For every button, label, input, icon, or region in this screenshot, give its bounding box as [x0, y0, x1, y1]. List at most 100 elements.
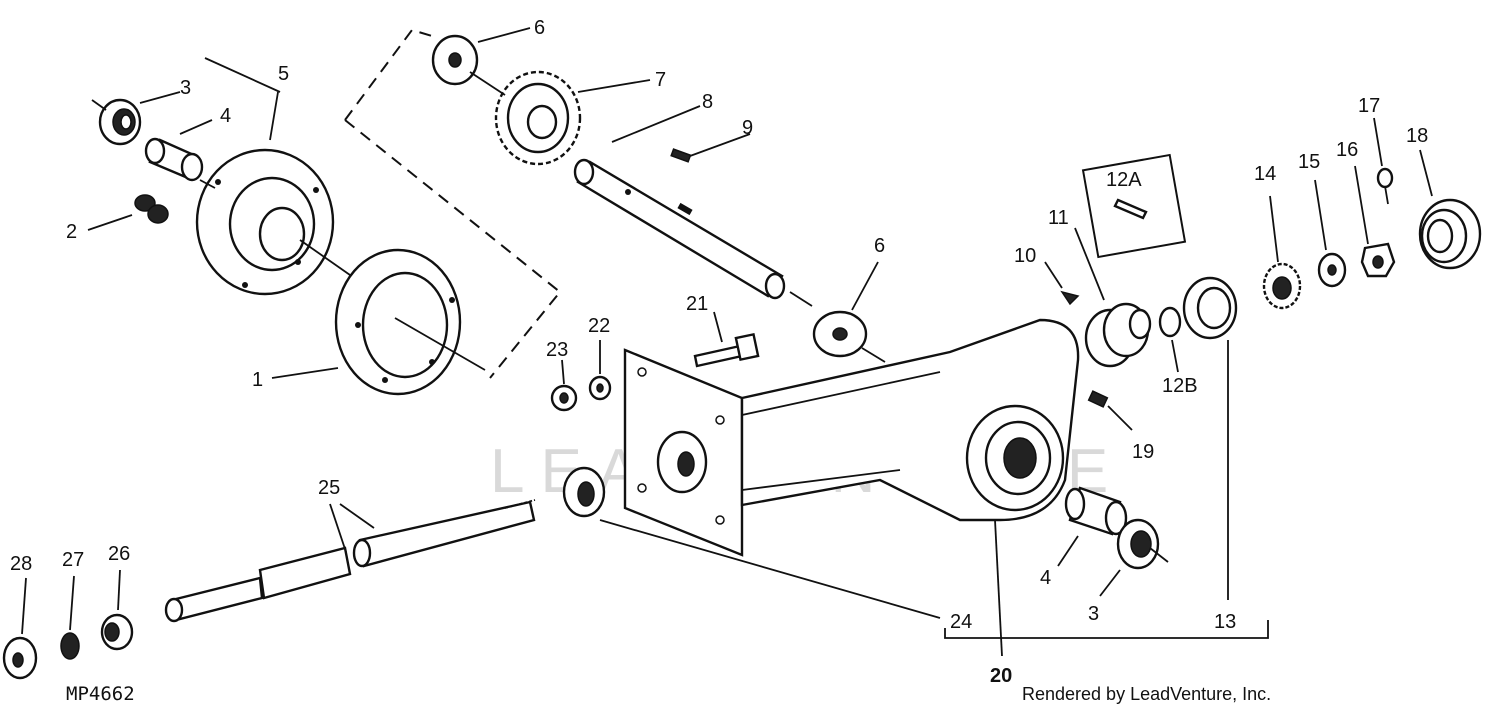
part-23-nut [550, 384, 578, 412]
leader-26 [117, 569, 121, 611]
leader-19 [1107, 405, 1133, 431]
leader-3b [1099, 569, 1121, 597]
part-6-washer-top [431, 34, 479, 86]
leader-25b [339, 503, 375, 529]
leader-17 [1373, 117, 1383, 167]
callout-19: 19 [1132, 441, 1154, 463]
leader-25a [329, 503, 347, 553]
leader-10 [1044, 261, 1063, 289]
callout-8: 8 [702, 91, 713, 113]
part-9-key [670, 148, 692, 163]
part-5-flange-housing [195, 148, 335, 296]
part-19-screw [1087, 390, 1109, 408]
part-24-seal [562, 466, 606, 518]
part-17-pin [1376, 167, 1394, 205]
callout-12a: 12A [1106, 169, 1142, 191]
part-22-washer [588, 375, 612, 401]
part-8-shaft [573, 158, 786, 300]
axis-line-7 [861, 347, 886, 363]
part-27-washer [60, 632, 80, 660]
part-28-washer [2, 636, 38, 680]
diagram-ref-id: MP4662 [66, 683, 135, 705]
axis-line-4 [394, 317, 486, 371]
leader-12b [1171, 339, 1179, 373]
leader-1 [271, 367, 339, 379]
axis-line-3 [299, 239, 351, 276]
callout-16: 16 [1336, 139, 1358, 161]
part-10-key [1060, 290, 1080, 306]
leader-3a [139, 91, 181, 104]
callout-13: 13 [1214, 611, 1236, 633]
callout-2: 2 [66, 221, 77, 243]
bracket-5 [204, 57, 281, 93]
leader-16 [1354, 165, 1369, 245]
callout-26: 26 [108, 543, 130, 565]
part-12a-box [1081, 153, 1187, 259]
axis-line-2 [199, 179, 216, 189]
callout-28: 28 [10, 553, 32, 575]
callout-9: 9 [742, 117, 753, 139]
callout-27: 27 [62, 549, 84, 571]
leader-2 [87, 214, 133, 231]
part-16-nut [1360, 242, 1396, 278]
leader-11 [1074, 227, 1105, 301]
callout-11: 11 [1048, 207, 1069, 229]
part-4-bushing [144, 137, 204, 182]
part-12b-ring [1158, 306, 1182, 338]
leader-8 [611, 105, 701, 143]
leader-5 [269, 91, 279, 141]
callout-15: 15 [1298, 151, 1320, 173]
callout-20: 20 [990, 665, 1012, 687]
callout-24: 24 [950, 611, 972, 633]
callout-14: 14 [1254, 163, 1276, 185]
part-25-shaft [164, 499, 536, 623]
part-4-bushing-lower [1064, 486, 1128, 536]
leader-28 [21, 577, 27, 635]
bracket-13 [944, 620, 1269, 639]
callout-6-mid: 6 [874, 235, 885, 257]
callout-18: 18 [1406, 125, 1428, 147]
callout-21: 21 [686, 293, 708, 315]
leader-23 [561, 359, 565, 385]
callout-22: 22 [588, 315, 610, 337]
callout-12b: 12B [1162, 375, 1198, 397]
axis-line-6 [789, 291, 813, 307]
callout-4: 4 [220, 105, 231, 127]
group-bracket-top [344, 28, 433, 121]
part-3-bearing-lower [1116, 518, 1169, 570]
part-18-cap [1418, 198, 1482, 270]
leader-7 [577, 79, 651, 93]
leader-27 [69, 575, 75, 631]
part-13-cup [1182, 276, 1238, 340]
callout-3-lower: 3 [1088, 603, 1099, 625]
callout-7: 7 [655, 69, 666, 91]
callout-1: 1 [252, 369, 263, 391]
part-14-cone [1262, 262, 1302, 310]
part-7-gear [494, 70, 582, 166]
part-21-bolt [693, 332, 760, 368]
leader-21 [713, 311, 723, 343]
callout-5: 5 [278, 63, 289, 85]
part-3-bearing [98, 98, 142, 146]
leader-18 [1419, 149, 1433, 197]
callout-25: 25 [318, 477, 340, 499]
leader-6b [851, 261, 879, 311]
axis-line-5 [469, 71, 506, 96]
callout-4-lower: 4 [1040, 567, 1051, 589]
credit-text: Rendered by LeadVenture, Inc. [1022, 684, 1271, 704]
callout-17: 17 [1358, 95, 1380, 117]
leader-4b [1057, 535, 1079, 567]
part-6-washer-mid [812, 310, 868, 358]
leader-15 [1314, 179, 1327, 251]
leader-14 [1269, 195, 1279, 263]
part-11-worm [1084, 302, 1152, 368]
part-26-nut [100, 613, 134, 651]
leader-6a [477, 27, 531, 43]
callout-6: 6 [534, 17, 545, 39]
leader-24 [599, 519, 941, 619]
callout-23: 23 [546, 339, 568, 361]
leader-9 [689, 133, 751, 157]
callout-10: 10 [1014, 245, 1036, 267]
group-bracket-side [344, 119, 562, 379]
